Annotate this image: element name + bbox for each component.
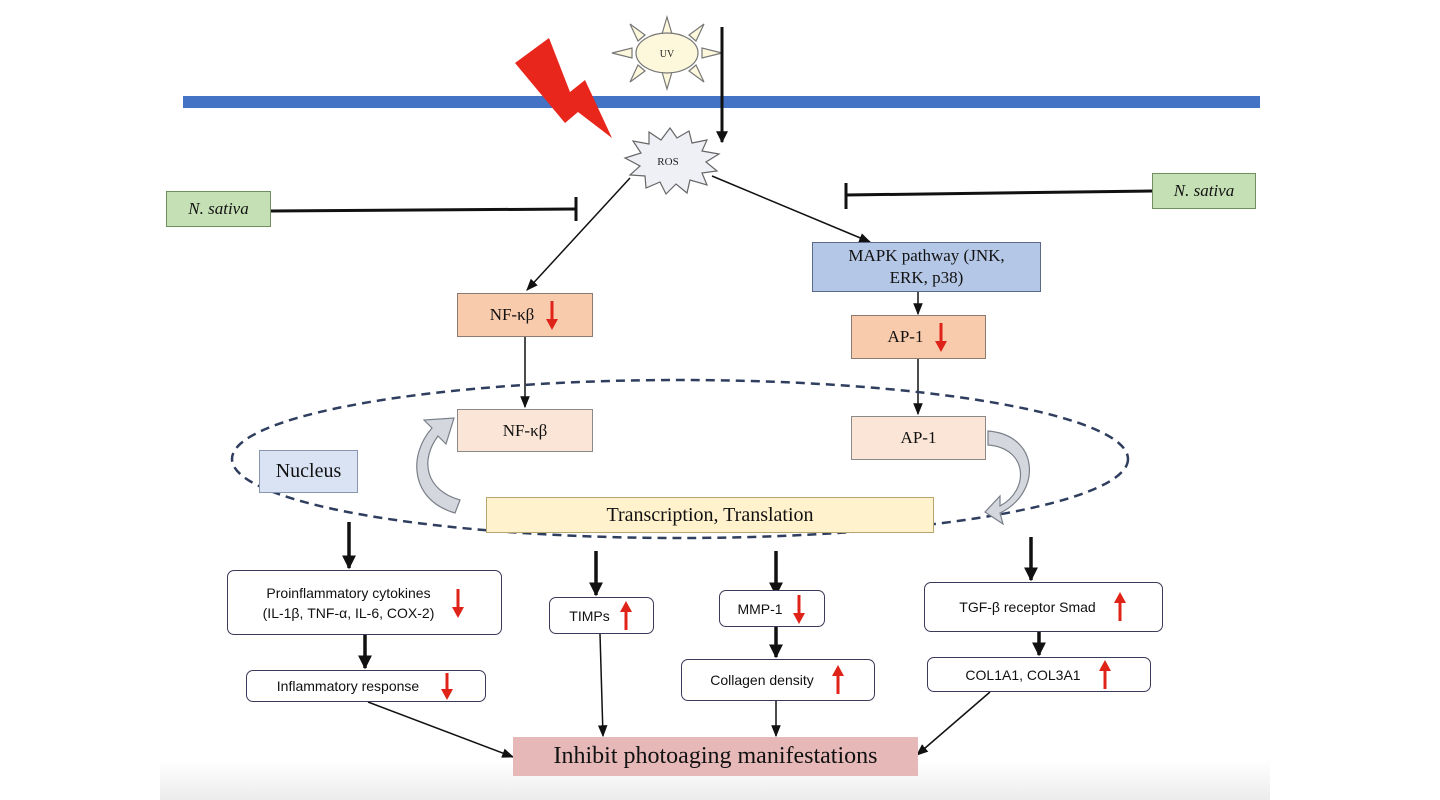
down-arrow-icon	[452, 588, 465, 618]
transcription-box: Transcription, Translation	[486, 497, 934, 533]
inflammatory-box: Inflammatory response	[246, 670, 486, 702]
ap1-nucleus-box: AP-1	[851, 416, 986, 460]
curved-arrow-right-icon	[984, 430, 1031, 526]
inflammatory-to-outcome-arrow	[367, 701, 515, 758]
nucleus-label: Nucleus	[275, 460, 342, 482]
down-arrow-icon	[546, 301, 559, 330]
up-arrow-icon	[1098, 659, 1111, 689]
inhibitor-line-left	[270, 207, 576, 213]
outcome-label: Inhibit photoaging manifestations	[553, 743, 878, 769]
mmp1-label: MMP-1	[737, 600, 783, 617]
curved-arrow-left-icon	[416, 417, 461, 514]
inhibitor-box-right: N. sativa	[1152, 173, 1256, 209]
cytokines-line-2: (IL-1β, TNF-α, IL-6, COX-2)	[262, 604, 435, 621]
mapk-pathway-box: MAPK pathway (JNK, ERK, p38)	[812, 242, 1041, 292]
timps-box: TIMPs	[549, 597, 654, 634]
transcription-label: Transcription, Translation	[606, 503, 814, 526]
mapk-line-2: ERK, p38)	[889, 268, 964, 287]
ros-to-mapk-arrow	[711, 175, 872, 243]
up-arrow-icon	[619, 600, 632, 630]
inhibitor-left-label: N. sativa	[188, 199, 249, 218]
collagen-box: Collagen density	[681, 659, 875, 701]
nfkb-nucleus-label: NF-κβ	[502, 420, 548, 440]
cytokines-line-1: Proinflammatory cytokines	[266, 584, 431, 601]
ros-label: ROS	[657, 156, 678, 168]
tgf-label: TGF-β receptor Smad	[959, 599, 1096, 615]
lightning-bolt-icon	[515, 38, 612, 138]
ap1-nucleus-label: AP-1	[900, 428, 937, 447]
up-arrow-icon	[831, 665, 844, 694]
down-arrow-icon	[935, 323, 948, 352]
down-arrow-icon	[792, 594, 805, 624]
ap1-cytoplasm-label: AP-1	[887, 327, 924, 346]
col-box: COL1A1, COL3A1	[927, 657, 1151, 692]
cytokines-box: Proinflammatory cytokines (IL-1β, TNF-α,…	[227, 570, 502, 635]
ros-to-nfkb-arrow	[526, 177, 631, 291]
nfkb-cytoplasm-label: NF-κβ	[489, 305, 535, 324]
down-arrow-icon	[441, 673, 454, 700]
inflammatory-label: Inflammatory response	[276, 678, 420, 694]
nucleus-label-box: Nucleus	[259, 450, 358, 493]
nucleus-membrane	[230, 378, 1130, 540]
ap1-cytoplasm-box: AP-1	[851, 315, 986, 359]
tgf-box: TGF-β receptor Smad	[924, 582, 1163, 632]
timps-label: TIMPs	[569, 607, 610, 624]
timps-to-outcome-arrow	[597, 633, 608, 738]
outcome-box: Inhibit photoaging manifestations	[513, 737, 918, 776]
inhibitor-line-right	[845, 189, 1153, 197]
uv-label: UV	[660, 49, 675, 60]
mmp1-box: MMP-1	[719, 590, 825, 627]
col-label: COL1A1, COL3A1	[965, 666, 1081, 683]
inhibitor-box-left: N. sativa	[166, 191, 271, 227]
inhibitor-right-label: N. sativa	[1173, 181, 1235, 200]
uv-sun-icon	[611, 14, 723, 92]
nfkb-nucleus-box: NF-κβ	[457, 409, 593, 452]
mapk-line-1: MAPK pathway (JNK,	[848, 246, 1005, 265]
ros-burst-icon	[623, 126, 721, 196]
col-to-outcome-arrow	[916, 691, 991, 756]
nfkb-cytoplasm-box: NF-κβ	[457, 293, 593, 337]
collagen-label: Collagen density	[710, 672, 814, 688]
up-arrow-icon	[1113, 592, 1126, 621]
